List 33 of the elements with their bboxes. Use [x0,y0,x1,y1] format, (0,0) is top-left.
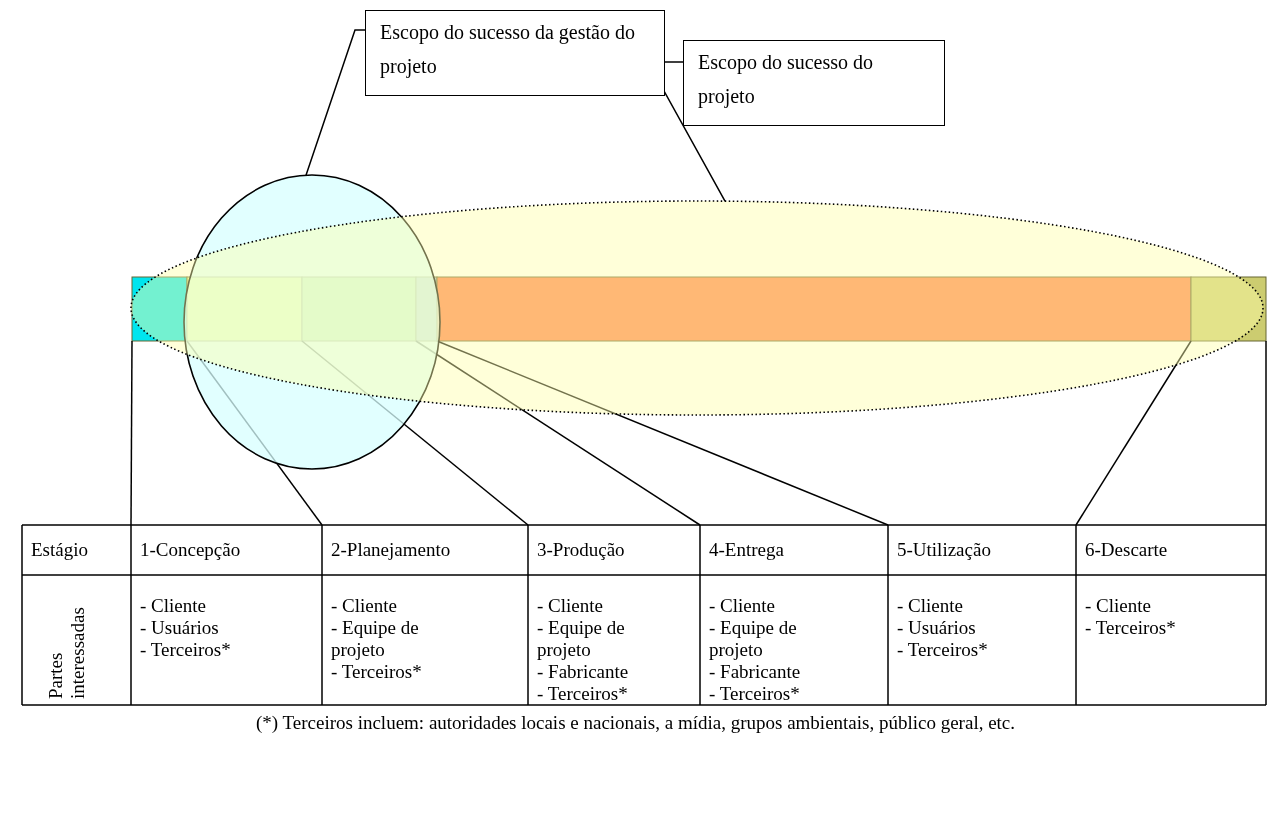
caption: (*) Terceiros incluem: autoridades locais e nacionais, a mídia, grupos ambientais, público geral, etc. [254,712,1017,734]
stakeholder-item: - Equipe de projeto [709,617,798,661]
stakeholder-item: - Cliente [331,595,398,617]
stakeholder-item: - Terceiros* [1085,617,1177,639]
stakeholder-item: - Terceiros* [331,661,423,683]
stage-label: 3-Produção [537,539,625,561]
scope-ellipse [182,173,442,471]
leader-line [305,29,366,176]
stage-label: 2-Planejamento [331,539,451,561]
stakeholder-item: - Terceiros* [709,683,801,705]
scope-ellipse [129,199,1265,417]
stage-label: 6-Descarte [1085,539,1168,561]
stakeholder-item: - Terceiros* [537,683,629,705]
stakeholder-item: - Cliente [537,595,604,617]
stakeholder-item: - Cliente [140,595,207,617]
stage-label: 1-Concepção [140,539,241,561]
stakeholder-item: - Terceiros* [140,639,232,661]
stakeholder-item: - Equipe de projeto [331,617,420,661]
row-heading: Partes interessadas [45,606,89,699]
stakeholder-item: - Fabricante [537,661,630,683]
stakeholder-item: - Usuários [897,617,977,639]
stage-label: 4-Entrega [709,539,784,561]
callout-box: Escopo do sucesso da gestão do projeto [365,10,665,96]
stakeholder-item: - Terceiros* [897,639,989,661]
stage-label: 5-Utilização [897,539,991,561]
stakeholder-item: - Usuários [140,617,220,639]
stakeholder-item: - Cliente [897,595,964,617]
stakeholder-item: - Cliente [1085,595,1152,617]
stakeholder-item: - Equipe de projeto [537,617,626,661]
stakeholder-item: - Cliente [709,595,776,617]
stage-label: Estágio [31,539,88,561]
callout-box: Escopo do sucesso do projeto [683,40,945,126]
stakeholder-item: - Fabricante [709,661,802,683]
